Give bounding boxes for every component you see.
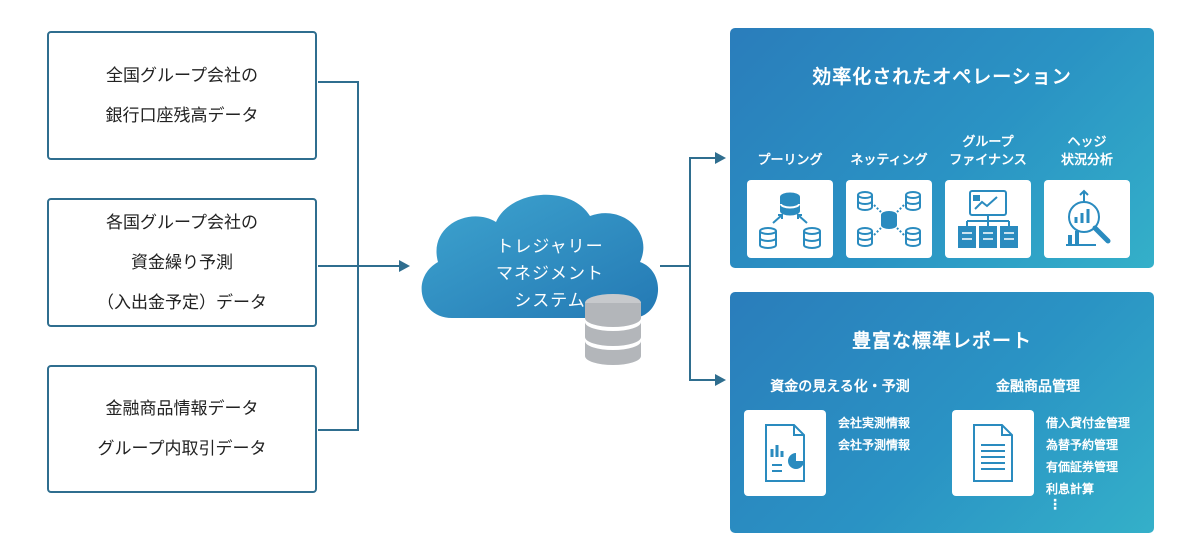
reports-panel: 豊富な標準レポート 資金の見える化・予測 会社実測情報 会社予測情報 金融商品管… (730, 292, 1154, 533)
op-label-line: プーリング (757, 153, 823, 168)
chart-document-icon (744, 410, 826, 496)
op-item-hedge-analysis: ヘッジ 状況分析 (1041, 120, 1133, 258)
list-item: 利息計算 (1046, 482, 1095, 496)
instruments-report-list: 借入貸付金管理 為替予約管理 有価証券管理 利息計算 (1046, 412, 1130, 500)
source-text: 銀行口座残高データ (105, 105, 259, 126)
list-item: 会社実測情報 (838, 416, 911, 430)
database-stack-icon (585, 294, 641, 365)
op-label-line: ネッティング (850, 153, 928, 168)
more-items-indicator: ⋮ (1048, 497, 1062, 513)
op-label-line: グループ (962, 135, 1014, 150)
operations-title: 効率化されたオペレーション (812, 66, 1072, 88)
group-finance-icon (945, 180, 1031, 258)
reports-title: 豊富な標準レポート (851, 330, 1032, 352)
op-label-line: ヘッジ (1067, 135, 1107, 150)
source-text: 資金繰り予測 (131, 252, 233, 273)
list-item: 為替予約管理 (1046, 438, 1119, 452)
source-box-cash-forecast: 各国グループ会社の 資金繰り予測 （入出金予定）データ (47, 198, 317, 327)
cloud-line: マネジメント (496, 264, 604, 284)
source-text: 全国グループ会社の (106, 65, 258, 86)
cloud-shape (421, 194, 659, 318)
op-item-netting: ネッティング (843, 120, 935, 258)
list-item: 有価証券管理 (1046, 460, 1119, 474)
cloud-line: トレジャリー (496, 237, 604, 257)
operations-panel: 効率化されたオペレーション プーリング ネッティング (730, 28, 1154, 268)
op-item-group-finance: グループ ファイナンス (942, 120, 1034, 258)
source-text: （入出金予定）データ (97, 292, 267, 313)
source-box-financial-instruments: 金融商品情報データ グループ内取引データ (47, 365, 317, 493)
report-group-title-visibility: 資金の見える化・予測 (770, 379, 910, 395)
report-group-title-instruments: 金融商品管理 (996, 379, 1080, 395)
source-text: 各国グループ会社の (106, 212, 258, 233)
list-item: 借入貸付金管理 (1046, 416, 1131, 430)
cloud-label: トレジャリー マネジメント システム (450, 234, 650, 315)
source-text: 金融商品情報データ (105, 399, 259, 419)
op-label-line: ファイナンス (949, 153, 1027, 168)
op-item-pooling: プーリング (744, 120, 836, 258)
op-label-line: 状況分析 (1060, 153, 1113, 168)
hedge-analysis-icon (1044, 180, 1130, 258)
visibility-report-list: 会社実測情報 会社予測情報 (838, 412, 910, 456)
netting-icon (846, 180, 932, 258)
text-document-icon (952, 410, 1034, 496)
source-box-bank-balance: 全国グループ会社の 銀行口座残高データ (47, 31, 317, 160)
cloud-line: システム (514, 291, 586, 311)
list-item: 会社予測情報 (838, 438, 911, 452)
pooling-icon (747, 180, 833, 258)
source-text: グループ内取引データ (97, 439, 267, 459)
